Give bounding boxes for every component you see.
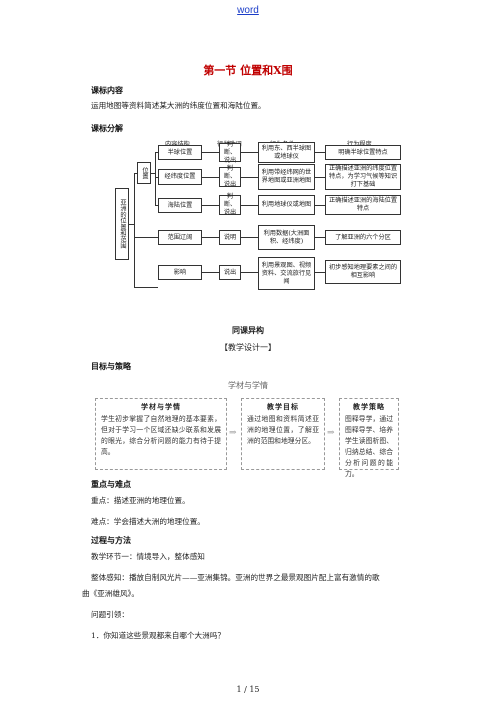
item-box: 范围辽阔 [158, 230, 202, 245]
key-points-heading: 重点与难点 [91, 479, 131, 489]
arrow-icon: ⇒ [229, 428, 237, 438]
analysis-diagram: 内容结构 行为动词 行为条件 行为程度 亚洲的位置和范围 位置 半球位置 判断、… [115, 139, 410, 312]
page-title: 第一节 位置和X围 [203, 64, 293, 77]
difficult-point: 难点：学会描述大洲的地理位置。 [91, 517, 205, 526]
condition-box: 利用景观图、视频资料、交流旅行见闻 [258, 257, 315, 290]
arrow-icon: ⇒ [327, 428, 335, 438]
strategy-box-title: 学材与学情 [141, 402, 181, 411]
question-guide: 问题引领： [91, 610, 129, 619]
strategy-box: 学材与学情 学生初步掌握了自然地理的基本要素，但对于学习一个区域还缺少联系和发展… [95, 398, 227, 470]
column-header: 内容结构 [165, 139, 190, 148]
section-subheading: 【教学设计一】 [220, 343, 276, 352]
standard-content-heading: 课标内容 [91, 85, 123, 95]
strategy-box-text: 通过地图和资料简述亚洲的地理位置，了解亚洲的范围和地理分区。 [247, 415, 319, 445]
strategy-box-text: 学生初步掌握了自然地理的基本要素，但对于学习一个区域还缺少联系和发展的眼光，综合… [101, 415, 221, 456]
degree-box: 了解亚洲的六个分区 [325, 230, 401, 245]
strategy-box: 教学策略 图释导学，通过图释导学、培养学生读图析图、归纳总结、综合分析问题的能力… [339, 398, 399, 478]
goals-caption: 学材与学情 [228, 381, 268, 390]
condition-box: 利用地球仪或地图 [258, 195, 315, 215]
item-box: 影响 [158, 265, 202, 280]
item-box: 海陆位置 [158, 198, 202, 213]
strategy-box-title: 教学策略 [353, 402, 385, 411]
goals-heading: 目标与策略 [91, 361, 131, 371]
process-heading: 过程与方法 [91, 535, 131, 545]
page-number: 1 / 15 [236, 685, 260, 694]
strategy-box: 教学目标 通过地图和资料简述亚洲的地理位置，了解亚洲的范围和地理分区。 [241, 398, 325, 470]
item-box: 半球位置 [158, 145, 202, 160]
branch-box: 位置 [137, 162, 151, 184]
header-link[interactable]: word [237, 5, 259, 16]
verb-box: 判断、说出 [219, 193, 241, 216]
process-text: 曲《亚洲雄风》。 [82, 589, 139, 598]
root-box: 亚洲的位置和范围 [115, 188, 129, 260]
process-text: 整体感知：播放自制风光片——亚洲集锦。亚洲的世界之最景观图片配上富有激情的歌 [91, 573, 380, 582]
strategy-box-title: 教学目标 [267, 402, 299, 411]
standard-analysis-heading: 课标分解 [91, 123, 123, 133]
condition-box: 利用数据(大洲面积、经纬度) [258, 225, 315, 250]
column-header: 行为程度 [347, 139, 372, 148]
degree-box: 明确半球位置特点 [325, 145, 401, 160]
question-item: 1．你知道这些景观都来自哪个大洲吗？ [91, 631, 225, 640]
process-step: 教学环节一：情境导入，整体感知 [91, 552, 205, 561]
verb-box: 判断、说出 [219, 165, 241, 188]
condition-box: 利用带经纬网的世界地图或亚洲地图 [258, 164, 315, 190]
standard-content-text: 运用地图等资料简述某大洲的纬度位置和海陆位置。 [91, 101, 266, 110]
strategy-boxes: 学材与学情 学生初步掌握了自然地理的基本要素，但对于学习一个区域还缺少联系和发展… [95, 398, 399, 478]
degree-box: 正确描述亚洲的海陆位置特点 [325, 195, 401, 215]
strategy-box-text: 图释导学，通过图释导学、培养学生读图析图、归纳总结、综合分析问题的能力。 [345, 415, 393, 478]
item-box: 经纬度位置 [158, 169, 202, 185]
key-point: 重点：描述亚洲的地理位置。 [91, 496, 190, 505]
degree-box: 初步感知地理要素之间的相互影响 [325, 260, 401, 284]
verb-box: 判断、说出 [219, 141, 241, 164]
degree-box: 正确描述亚洲的纬度位置特点，为学习气候等知识打下基础 [325, 164, 401, 190]
verb-box: 说明 [219, 230, 241, 245]
section-heading: 同课异构 [232, 325, 264, 335]
condition-box: 利用东、西半球图或地球仪 [258, 142, 315, 163]
verb-box: 说出 [219, 265, 241, 280]
